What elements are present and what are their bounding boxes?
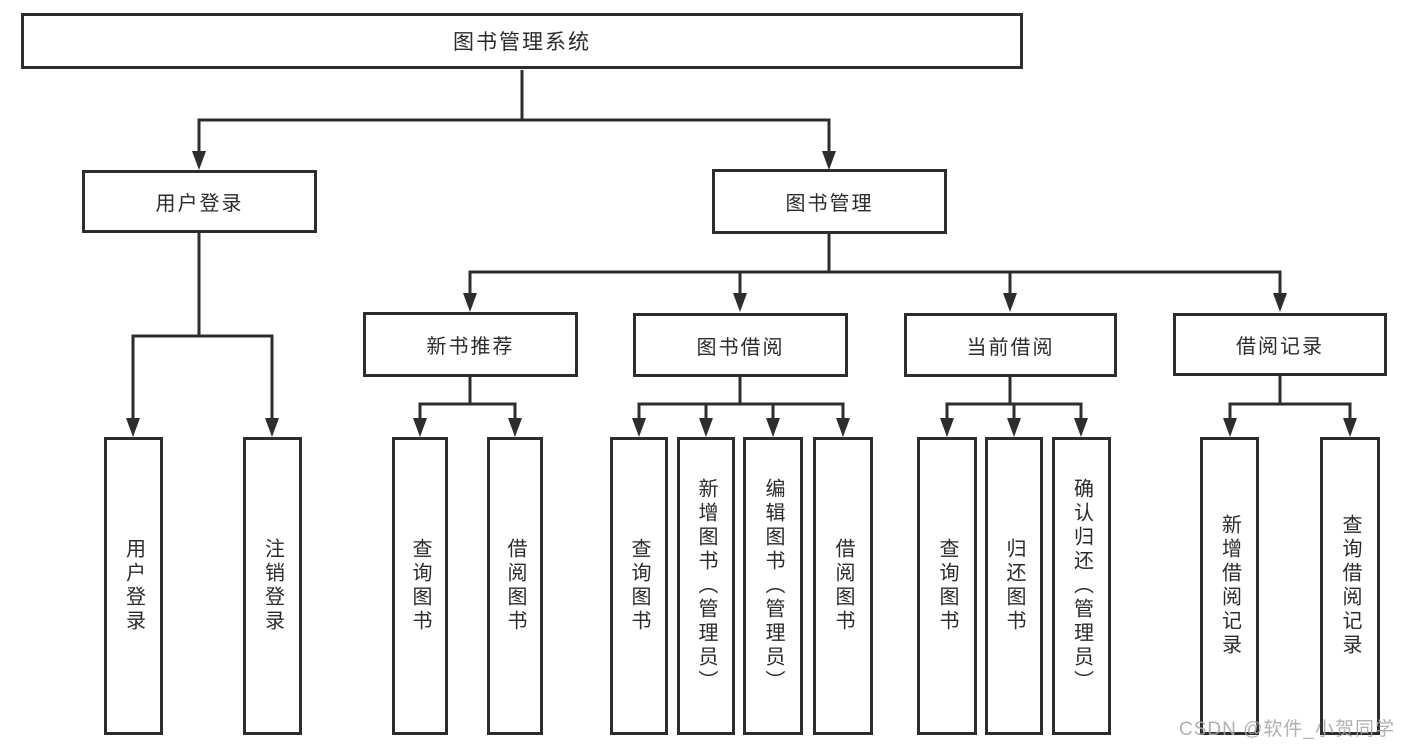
leaf-edit-books-admin-label: 编辑图书（管理员） — [762, 478, 784, 694]
connector-root-to-level2 — [197, 70, 831, 153]
node-user-login-label: 用户登录 — [155, 193, 244, 215]
leaf-add-borrow-record: 新增借阅记录 — [1200, 437, 1259, 735]
leaf-query-borrow-record-label: 查询借阅记录 — [1339, 514, 1361, 658]
arrow-down-icon — [733, 293, 747, 312]
leaf-return-books: 归还图书 — [985, 437, 1043, 735]
arrow-down-icon — [1343, 418, 1357, 437]
node-book-borrow: 图书借阅 — [633, 313, 848, 377]
arrow-down-icon — [699, 418, 713, 437]
arrow-down-icon — [836, 418, 850, 437]
arrow-down-icon — [766, 418, 780, 437]
leaf-borrow-books-1-label: 借阅图书 — [504, 538, 526, 634]
node-new-book-recommend: 新书推荐 — [363, 312, 578, 377]
node-borrow-records-label: 借阅记录 — [1236, 336, 1324, 358]
leaf-user-login-label: 用户登录 — [122, 538, 145, 634]
leaf-query-books-3-label: 查询图书 — [936, 538, 958, 634]
node-user-login: 用户登录 — [82, 170, 317, 233]
node-book-management-label: 图书管理 — [785, 193, 874, 215]
node-borrow-records: 借阅记录 — [1173, 313, 1387, 376]
connector-user-login-children — [131, 233, 274, 420]
leaf-logout: 注销登录 — [243, 437, 302, 735]
arrow-down-icon — [822, 151, 836, 170]
connector-borrow-records-children — [1228, 376, 1352, 420]
leaf-query-books-2-label: 查询图书 — [628, 538, 650, 634]
leaf-add-books-admin-label: 新增图书（管理员） — [695, 478, 717, 694]
node-new-book-recommend-label: 新书推荐 — [426, 336, 515, 358]
node-book-borrow-label: 图书借阅 — [696, 336, 785, 359]
node-book-management: 图书管理 — [712, 169, 947, 234]
arrow-down-icon — [1007, 418, 1021, 437]
leaf-return-books-label: 归还图书 — [1003, 538, 1025, 634]
node-root-label: 图书管理系统 — [453, 31, 591, 54]
leaf-add-borrow-record-label: 新增借阅记录 — [1218, 514, 1241, 658]
connector-current-borrow-children — [945, 377, 1083, 420]
connector-book-management-children — [468, 234, 1282, 295]
leaf-logout-label: 注销登录 — [261, 538, 284, 634]
arrow-down-icon — [463, 293, 477, 312]
arrow-down-icon — [1003, 293, 1017, 312]
leaf-query-books-3: 查询图书 — [917, 437, 977, 735]
connector-book-borrow-children — [637, 377, 845, 420]
node-current-borrow-label: 当前借阅 — [966, 336, 1055, 359]
arrow-down-icon — [413, 418, 427, 437]
arrow-down-icon — [632, 418, 646, 437]
leaf-borrow-books-2: 借阅图书 — [813, 437, 873, 735]
node-root-system: 图书管理系统 — [21, 13, 1023, 69]
arrow-down-icon — [940, 418, 954, 437]
connector-new-book-recommend-children — [418, 377, 517, 420]
arrow-down-icon — [126, 418, 140, 437]
leaf-user-login: 用户登录 — [104, 437, 163, 735]
leaf-query-books-2: 查询图书 — [610, 437, 668, 735]
leaf-borrow-books-2-label: 借阅图书 — [832, 538, 854, 634]
leaf-query-books-1: 查询图书 — [392, 437, 448, 735]
leaf-confirm-return-admin-label: 确认归还（管理员） — [1070, 478, 1093, 694]
leaf-query-borrow-record: 查询借阅记录 — [1320, 437, 1380, 735]
leaf-add-books-admin: 新增图书（管理员） — [677, 437, 735, 735]
leaf-edit-books-admin: 编辑图书（管理员） — [743, 437, 803, 735]
arrow-down-icon — [265, 418, 279, 437]
leaf-query-books-1-label: 查询图书 — [409, 538, 431, 634]
arrow-down-icon — [508, 418, 522, 437]
csdn-watermark: CSDN @软件_小贺同学 — [1179, 719, 1395, 740]
node-current-borrow: 当前借阅 — [904, 313, 1117, 377]
leaf-borrow-books-1: 借阅图书 — [487, 437, 543, 735]
leaf-confirm-return-admin: 确认归还（管理员） — [1052, 437, 1111, 735]
arrow-down-icon — [1074, 418, 1088, 437]
arrow-down-icon — [192, 151, 206, 170]
arrow-down-icon — [1273, 293, 1287, 312]
arrow-down-icon — [1223, 418, 1237, 437]
